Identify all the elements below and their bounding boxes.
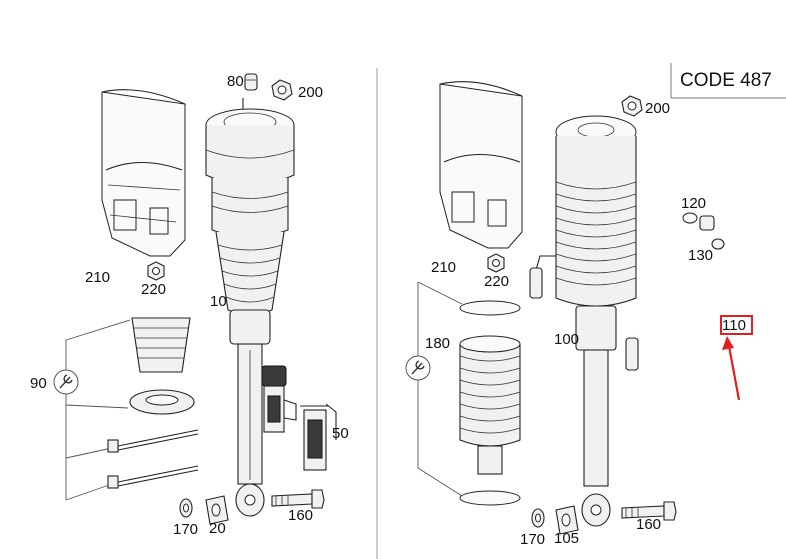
heat-shield-left — [101, 89, 186, 257]
cable-tie-2 — [107, 465, 199, 489]
kit-bracket-90 — [53, 319, 131, 501]
air-line-110 — [625, 215, 737, 371]
clamp-ring-bottom — [459, 490, 521, 506]
code-label: CODE 487 — [680, 70, 772, 91]
bolt-80 — [244, 73, 258, 91]
bolt-160-right — [621, 501, 677, 521]
nut-220-left — [147, 261, 165, 281]
wrench-icon-2 — [411, 360, 425, 375]
label-220-left: 220 — [141, 281, 166, 298]
label-105: 105 — [554, 530, 579, 547]
label-170-left: 170 — [173, 521, 198, 538]
code-badge: CODE 487 — [670, 63, 786, 99]
nut-200-right — [621, 95, 643, 117]
bolt-160-left — [271, 489, 325, 509]
label-10: 10 — [210, 293, 227, 310]
label-130: 130 — [688, 247, 713, 264]
bushing-105 — [555, 505, 579, 535]
label-80: 80 — [227, 73, 244, 90]
washer-170-right — [531, 508, 545, 528]
fitting-130 — [711, 238, 725, 250]
label-90: 90 — [30, 375, 47, 392]
arrow-icon — [722, 336, 741, 401]
bellows-90 — [131, 317, 191, 373]
label-170-right: 170 — [520, 531, 545, 548]
highlight-box-110 — [720, 315, 753, 335]
wrench-icon — [59, 374, 73, 389]
bellows-180 — [459, 335, 521, 475]
label-100: 100 — [554, 331, 579, 348]
label-110: 110 — [722, 317, 746, 334]
heat-shield-right — [439, 81, 523, 249]
cable-tie-1 — [107, 429, 199, 453]
clamp-ring-top — [459, 300, 521, 316]
label-210-right: 210 — [431, 259, 456, 276]
bushing-20 — [205, 495, 229, 525]
label-120: 120 — [681, 195, 706, 212]
air-strut-100 — [529, 115, 637, 527]
label-50: 50 — [332, 425, 349, 442]
nut-200-left — [271, 79, 293, 101]
label-160-left: 160 — [288, 507, 313, 524]
label-160-right: 160 — [636, 516, 661, 533]
air-strut-10 — [205, 98, 295, 517]
valve-block-50 — [261, 365, 337, 471]
kit-bracket-180 — [405, 281, 463, 497]
washer-170-left — [179, 498, 193, 518]
bump-stop-ring — [129, 389, 195, 415]
seal-ring-120 — [682, 212, 698, 224]
label-220-right: 220 — [484, 273, 509, 290]
label-180: 180 — [425, 335, 450, 352]
label-210-left: 210 — [85, 269, 110, 286]
label-20: 20 — [209, 520, 226, 537]
label-200-left: 200 — [298, 84, 323, 101]
nut-220-right — [487, 253, 505, 273]
label-200-right: 200 — [645, 100, 670, 117]
